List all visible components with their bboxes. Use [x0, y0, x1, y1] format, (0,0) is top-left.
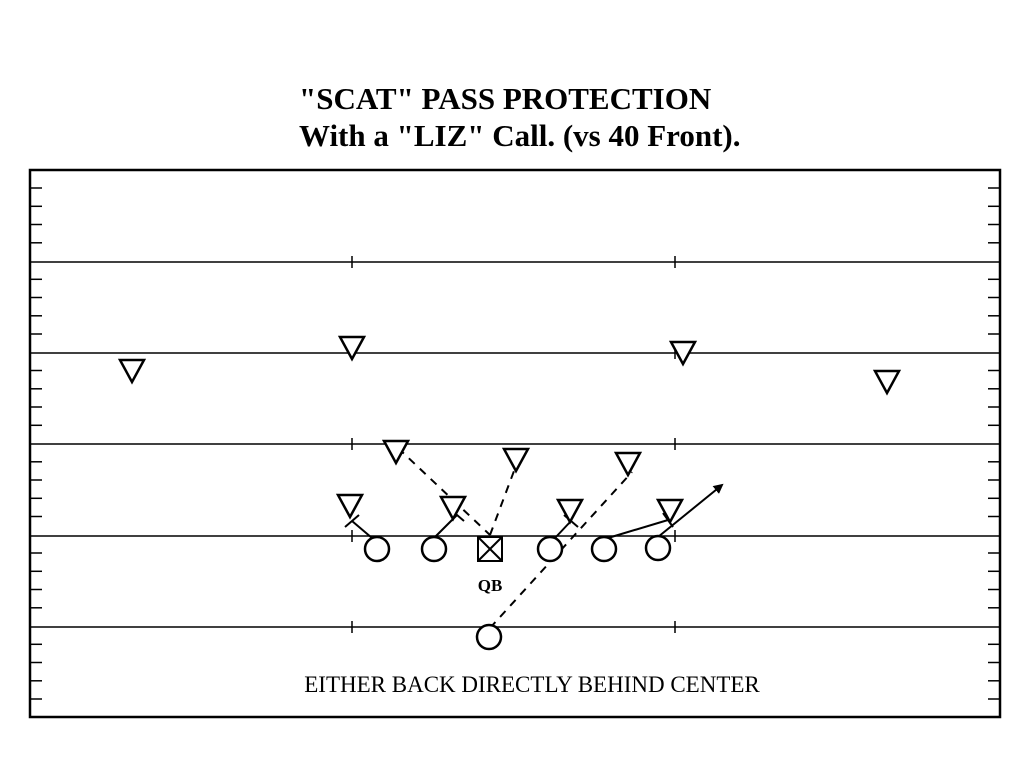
- quarterback-symbol: [477, 536, 503, 562]
- yard-lines: [30, 256, 1000, 633]
- title-line-1: "SCAT" PASS PROTECTION: [299, 81, 712, 116]
- defense: [117, 335, 902, 525]
- offense: [363, 534, 672, 651]
- block-right-guard: [554, 520, 572, 539]
- route-center-to-lb: [397, 447, 491, 536]
- defender-right-safety: [668, 340, 698, 367]
- defender-right-corner: [872, 369, 902, 396]
- title-line-2: With a "LIZ" Call. (vs 40 Front).: [299, 118, 741, 153]
- block-left-tackle-tick: [344, 514, 360, 528]
- defender-right-linebacker: [613, 451, 643, 478]
- block-left-tackle: [351, 520, 373, 539]
- diagram-title: "SCAT" PASS PROTECTION With a "LIZ" Call…: [299, 80, 740, 154]
- defender-left-safety: [337, 335, 367, 362]
- route-right-tackle: [607, 519, 669, 539]
- defender-left-corner: [117, 358, 147, 385]
- defender-left-tackle: [438, 495, 468, 522]
- defender-right-end: [655, 498, 685, 525]
- offense-right-tackle: [644, 534, 672, 562]
- defender-left-linebacker: [381, 439, 411, 466]
- offense-running-back: [475, 623, 503, 651]
- defender-left-end: [335, 493, 365, 520]
- offense-left-tackle: [363, 535, 391, 563]
- caption-text: EITHER BACK DIRECTLY BEHIND CENTER: [304, 672, 760, 697]
- offense-right-guard: [590, 535, 618, 563]
- route-right-end-release: [657, 483, 724, 538]
- defender-right-tackle: [555, 498, 585, 525]
- qb-label: QB: [478, 576, 503, 595]
- defender-middle-linebacker: [501, 447, 531, 474]
- route-qb-to-mlb: [489, 462, 518, 536]
- offense-center: [536, 535, 564, 563]
- offense-left-guard: [420, 535, 448, 563]
- hash-marks: [30, 187, 1000, 700]
